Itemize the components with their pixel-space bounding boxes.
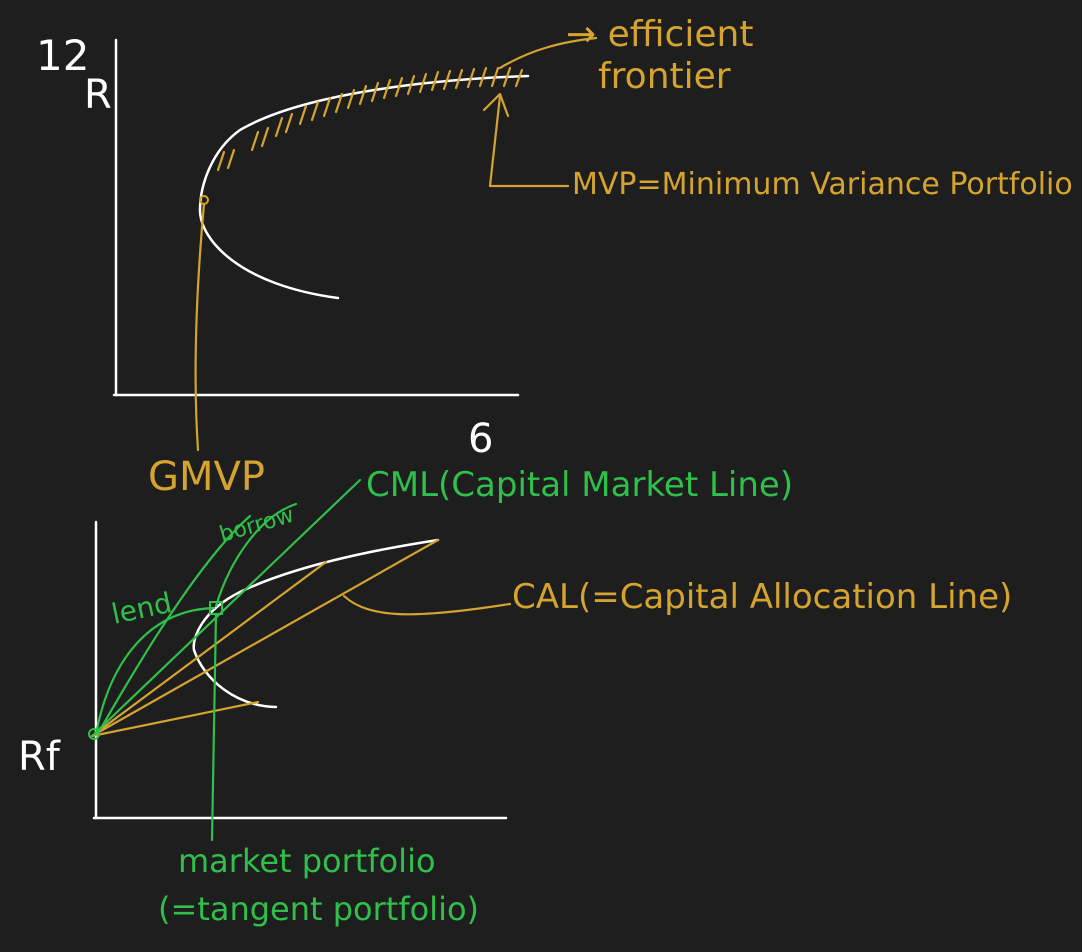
borrow-label: borrow [217, 503, 297, 548]
frontier-hatching [216, 66, 524, 172]
mvp-label: MVP=Minimum Variance Portfolio [572, 167, 1073, 202]
gmvp-connector-line [194, 202, 206, 452]
market-portfolio-label: market portfolio [178, 842, 436, 880]
cml-upper-curve [98, 514, 252, 732]
gmvp-label: GMVP [148, 454, 265, 500]
risk-free-point [88, 728, 100, 740]
cml-line [90, 478, 362, 738]
cal-lines [90, 538, 440, 738]
label-12: 12 [36, 31, 89, 80]
cml-label: CML(Capital Market Line) [366, 465, 793, 505]
top-x-axis-label: 6 [468, 416, 493, 462]
cal-label: CAL(=Capital Allocation Line) [512, 577, 1012, 617]
bottom-frontier-curve [192, 538, 440, 709]
mvp-pointer-line [488, 94, 570, 188]
frontier-arrow-line [498, 36, 598, 70]
efficient-frontier-curve [198, 74, 530, 300]
tangent-portfolio-label: (=tangent portfolio) [158, 890, 479, 928]
top-y-axis-label: R [84, 72, 112, 118]
lend-curve [94, 606, 216, 736]
market-portfolio-connector [210, 612, 218, 842]
rf-label: Rf [18, 734, 61, 780]
borrow-curve [214, 502, 298, 608]
cal-pointer-line [342, 594, 512, 616]
mvp-pointer-arrowhead [482, 92, 510, 118]
frontier-label: frontier [598, 56, 731, 97]
efficient-label: → efficient [566, 14, 753, 55]
